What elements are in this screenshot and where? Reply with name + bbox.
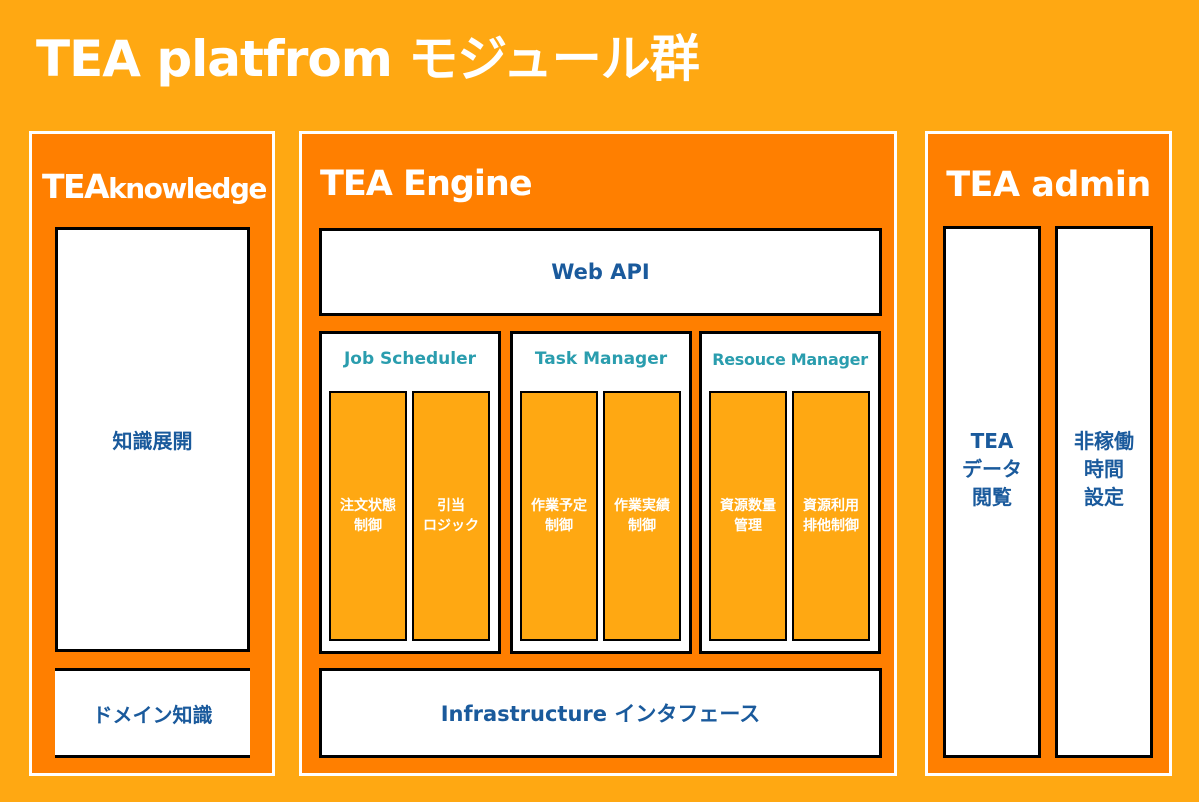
admin-panel-title: TEA admin xyxy=(946,165,1151,205)
web-api-box[interactable]: Web API xyxy=(319,228,882,316)
non-operating-time-setting-label: 非稼働 時間 設定 xyxy=(1074,429,1134,509)
infrastructure-interface-box[interactable]: Infrastructure インタフェース xyxy=(319,668,882,758)
knowledge-panel: TEAknowledge 知識展開 ドメイン知識 xyxy=(29,131,275,776)
resource-quantity-management-cell[interactable]: 資源数量 管理 xyxy=(709,391,787,641)
job-scheduler-module: Job Scheduler 注文状態 制御 引当 ロジック xyxy=(319,331,501,654)
engine-panel-title: TEA Engine xyxy=(320,164,533,204)
resource-manager-title: Resouce Manager xyxy=(712,350,868,369)
domain-knowledge-label: ドメイン知識 xyxy=(92,702,213,727)
resource-exclusive-control-cell[interactable]: 資源利用 排他制御 xyxy=(792,391,870,641)
knowledge-expansion-box[interactable]: 知識展開 xyxy=(55,227,250,652)
work-plan-control-cell[interactable]: 作業予定 制御 xyxy=(520,391,598,641)
web-api-label: Web API xyxy=(551,260,650,284)
allocation-logic-cell[interactable]: 引当 ロジック xyxy=(412,391,490,641)
infrastructure-interface-label: Infrastructure インタフェース xyxy=(440,702,761,726)
task-manager-module: Task Manager 作業予定 制御 作業実績 制御 xyxy=(510,331,692,654)
admin-panel: TEA admin TEA データ 閲覧 非稼働 時間 設定 xyxy=(925,131,1172,776)
resource-manager-module: Resouce Manager 資源数量 管理 資源利用 排他制御 xyxy=(699,331,881,654)
engine-panel: TEA Engine Web API Job Scheduler 注文状態 制御… xyxy=(299,131,897,776)
knowledge-expansion-label: 知識展開 xyxy=(112,429,193,453)
order-status-control-cell[interactable]: 注文状態 制御 xyxy=(329,391,407,641)
page-title: TEA platfrom モジュール群 xyxy=(36,30,700,88)
work-result-control-cell[interactable]: 作業実績 制御 xyxy=(603,391,681,641)
knowledge-title-rest: knowledge xyxy=(108,172,267,205)
task-manager-title: Task Manager xyxy=(534,349,668,369)
tea-data-view-label: TEA データ 閲覧 xyxy=(962,429,1022,509)
domain-knowledge-box[interactable]: ドメイン知識 xyxy=(55,668,250,758)
job-scheduler-title: Job Scheduler xyxy=(343,349,477,369)
knowledge-title-bold: TEA xyxy=(42,167,110,206)
tea-data-view-box[interactable]: TEA データ 閲覧 xyxy=(943,226,1041,758)
non-operating-time-setting-box[interactable]: 非稼働 時間 設定 xyxy=(1055,226,1153,758)
knowledge-panel-title: TEAknowledge xyxy=(42,167,267,206)
